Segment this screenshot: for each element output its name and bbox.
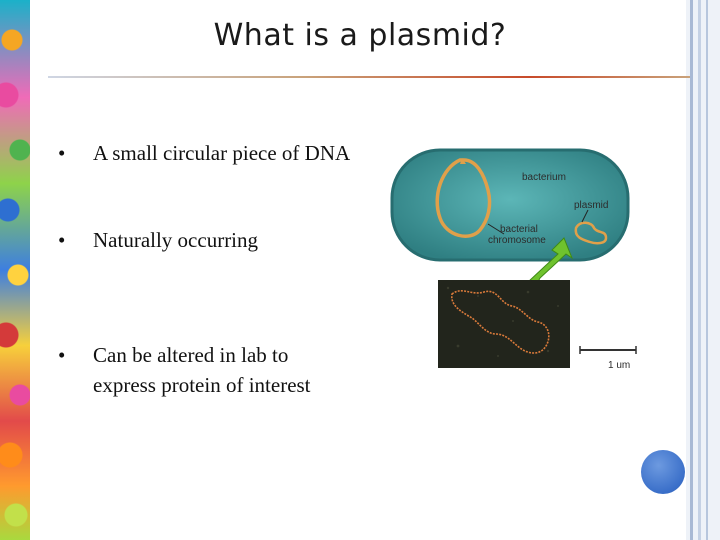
bullet-text: A small circular piece of DNA — [93, 141, 351, 165]
micrograph — [438, 280, 570, 368]
decorative-right-border — [686, 0, 720, 540]
scale-label: 1 um — [608, 360, 630, 371]
plasmid-ring — [574, 221, 608, 245]
bullet-marker: • — [58, 141, 66, 165]
title-divider — [48, 76, 690, 78]
bullet-text-continued: express protein of interest — [93, 373, 311, 397]
label-chromosome-1: bacterial — [500, 224, 538, 235]
label-bacterium: bacterium — [522, 172, 566, 183]
bacterial-chromosome — [435, 158, 492, 238]
bullet-marker: • — [58, 343, 66, 367]
plasmid-micrograph-dna — [451, 290, 550, 354]
label-chromosome-2: chromosome — [488, 235, 546, 246]
plasmid-figure: bacterium plasmid bacterial chromosome 1… — [390, 148, 637, 371]
decorative-color-strip — [0, 0, 30, 540]
bullet-marker: • — [58, 228, 66, 252]
bullet-text: Can be altered in lab to — [93, 343, 289, 367]
slide-title: What is a plasmid? — [213, 18, 507, 53]
bullet-text: Naturally occurring — [93, 228, 259, 252]
label-plasmid: plasmid — [574, 200, 608, 211]
slide-decoration-circle — [641, 450, 685, 494]
